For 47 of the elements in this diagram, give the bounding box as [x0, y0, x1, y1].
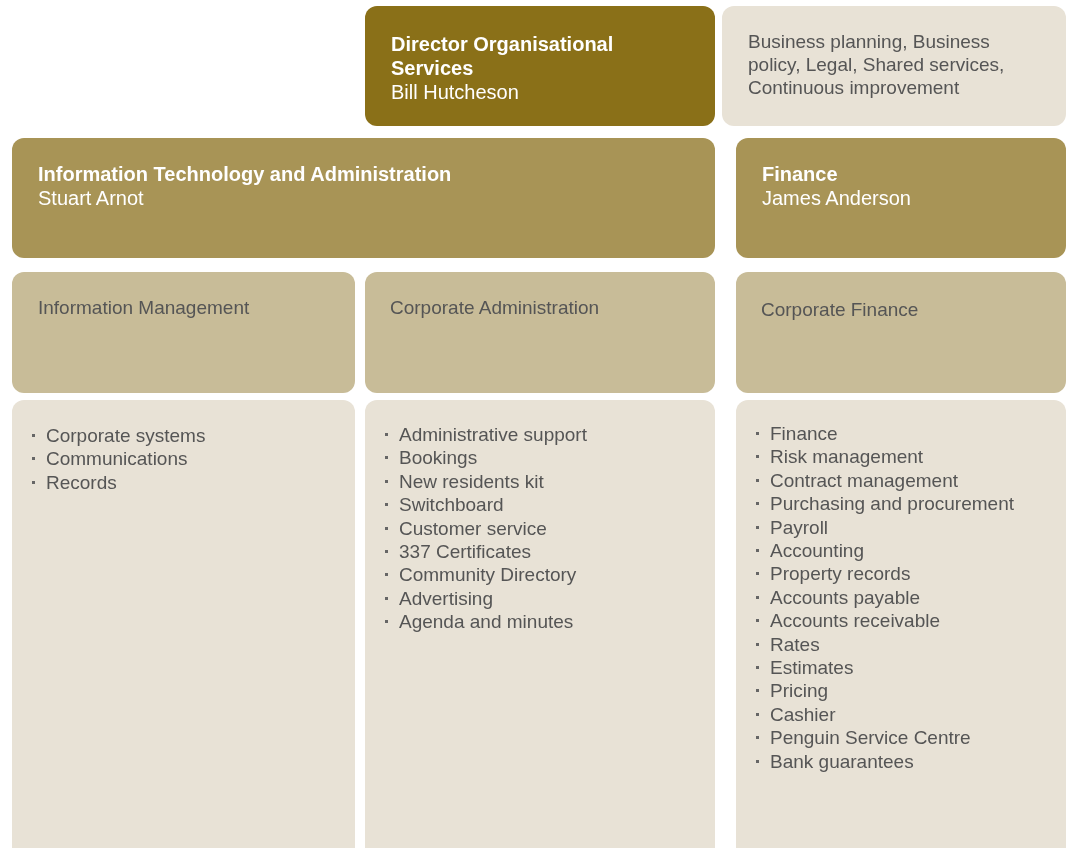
list-item: Communications — [46, 448, 188, 470]
list-item: Accounts payable — [770, 586, 920, 608]
list-item: Purchasing and procurement — [770, 493, 1014, 515]
list-item: Estimates — [770, 657, 854, 679]
list-item: Penguin Service Centre — [770, 727, 971, 749]
list-item: Advertising — [399, 587, 493, 609]
list-item: Customer service — [399, 517, 547, 539]
department-box — [736, 138, 1066, 258]
list-item: Contract management — [770, 469, 958, 491]
unit-text: Business planning, Business policy, Legal, Shared services, Continuous improvement — [748, 30, 1006, 99]
list-item: Bookings — [399, 447, 478, 469]
list-item: Community Directory — [399, 564, 577, 586]
director-box — [365, 6, 715, 126]
list-item: Finance — [770, 423, 838, 444]
manager-name: Stuart Arnot — [38, 186, 145, 210]
manager-name: Bill Hutcheson — [391, 80, 520, 104]
manager-name: James Anderson — [762, 186, 912, 210]
list-item: Records — [46, 471, 117, 493]
list-item: Accounts receivable — [770, 610, 941, 632]
section-box — [736, 272, 1066, 393]
list-item: Accounting — [770, 540, 864, 562]
list-item: New residents kit — [399, 470, 544, 492]
list-item: 337 Certificates — [399, 541, 531, 563]
unit-text: Corporate Administration — [390, 296, 601, 319]
list-item: Rates — [770, 633, 820, 655]
list-item: Switchboard — [399, 494, 504, 516]
duties-panel — [12, 400, 355, 848]
list-item: Agenda and minutes — [399, 611, 574, 633]
unit-text: Information Management — [38, 296, 251, 319]
list-item: Property records — [770, 563, 911, 585]
list-item: Bank guarantees — [770, 750, 914, 772]
list-item: Payroll — [770, 516, 829, 538]
unit-title: Finance — [762, 162, 839, 186]
list-item: Administrative support — [399, 424, 587, 445]
duties-panel — [365, 400, 715, 848]
list-item: Cashier — [770, 703, 836, 725]
unit-title: Director Organisational Services — [391, 32, 615, 80]
description-box — [722, 6, 1066, 126]
list-item: Risk management — [770, 446, 924, 468]
duties-panel — [736, 400, 1066, 848]
section-box — [12, 272, 355, 393]
list-item: Pricing — [770, 680, 829, 702]
section-box — [365, 272, 715, 393]
list-item: Corporate systems — [46, 425, 206, 446]
unit-text: Corporate Finance — [761, 298, 920, 321]
department-box — [12, 138, 715, 258]
unit-title: Information Technology and Administration — [38, 162, 453, 186]
